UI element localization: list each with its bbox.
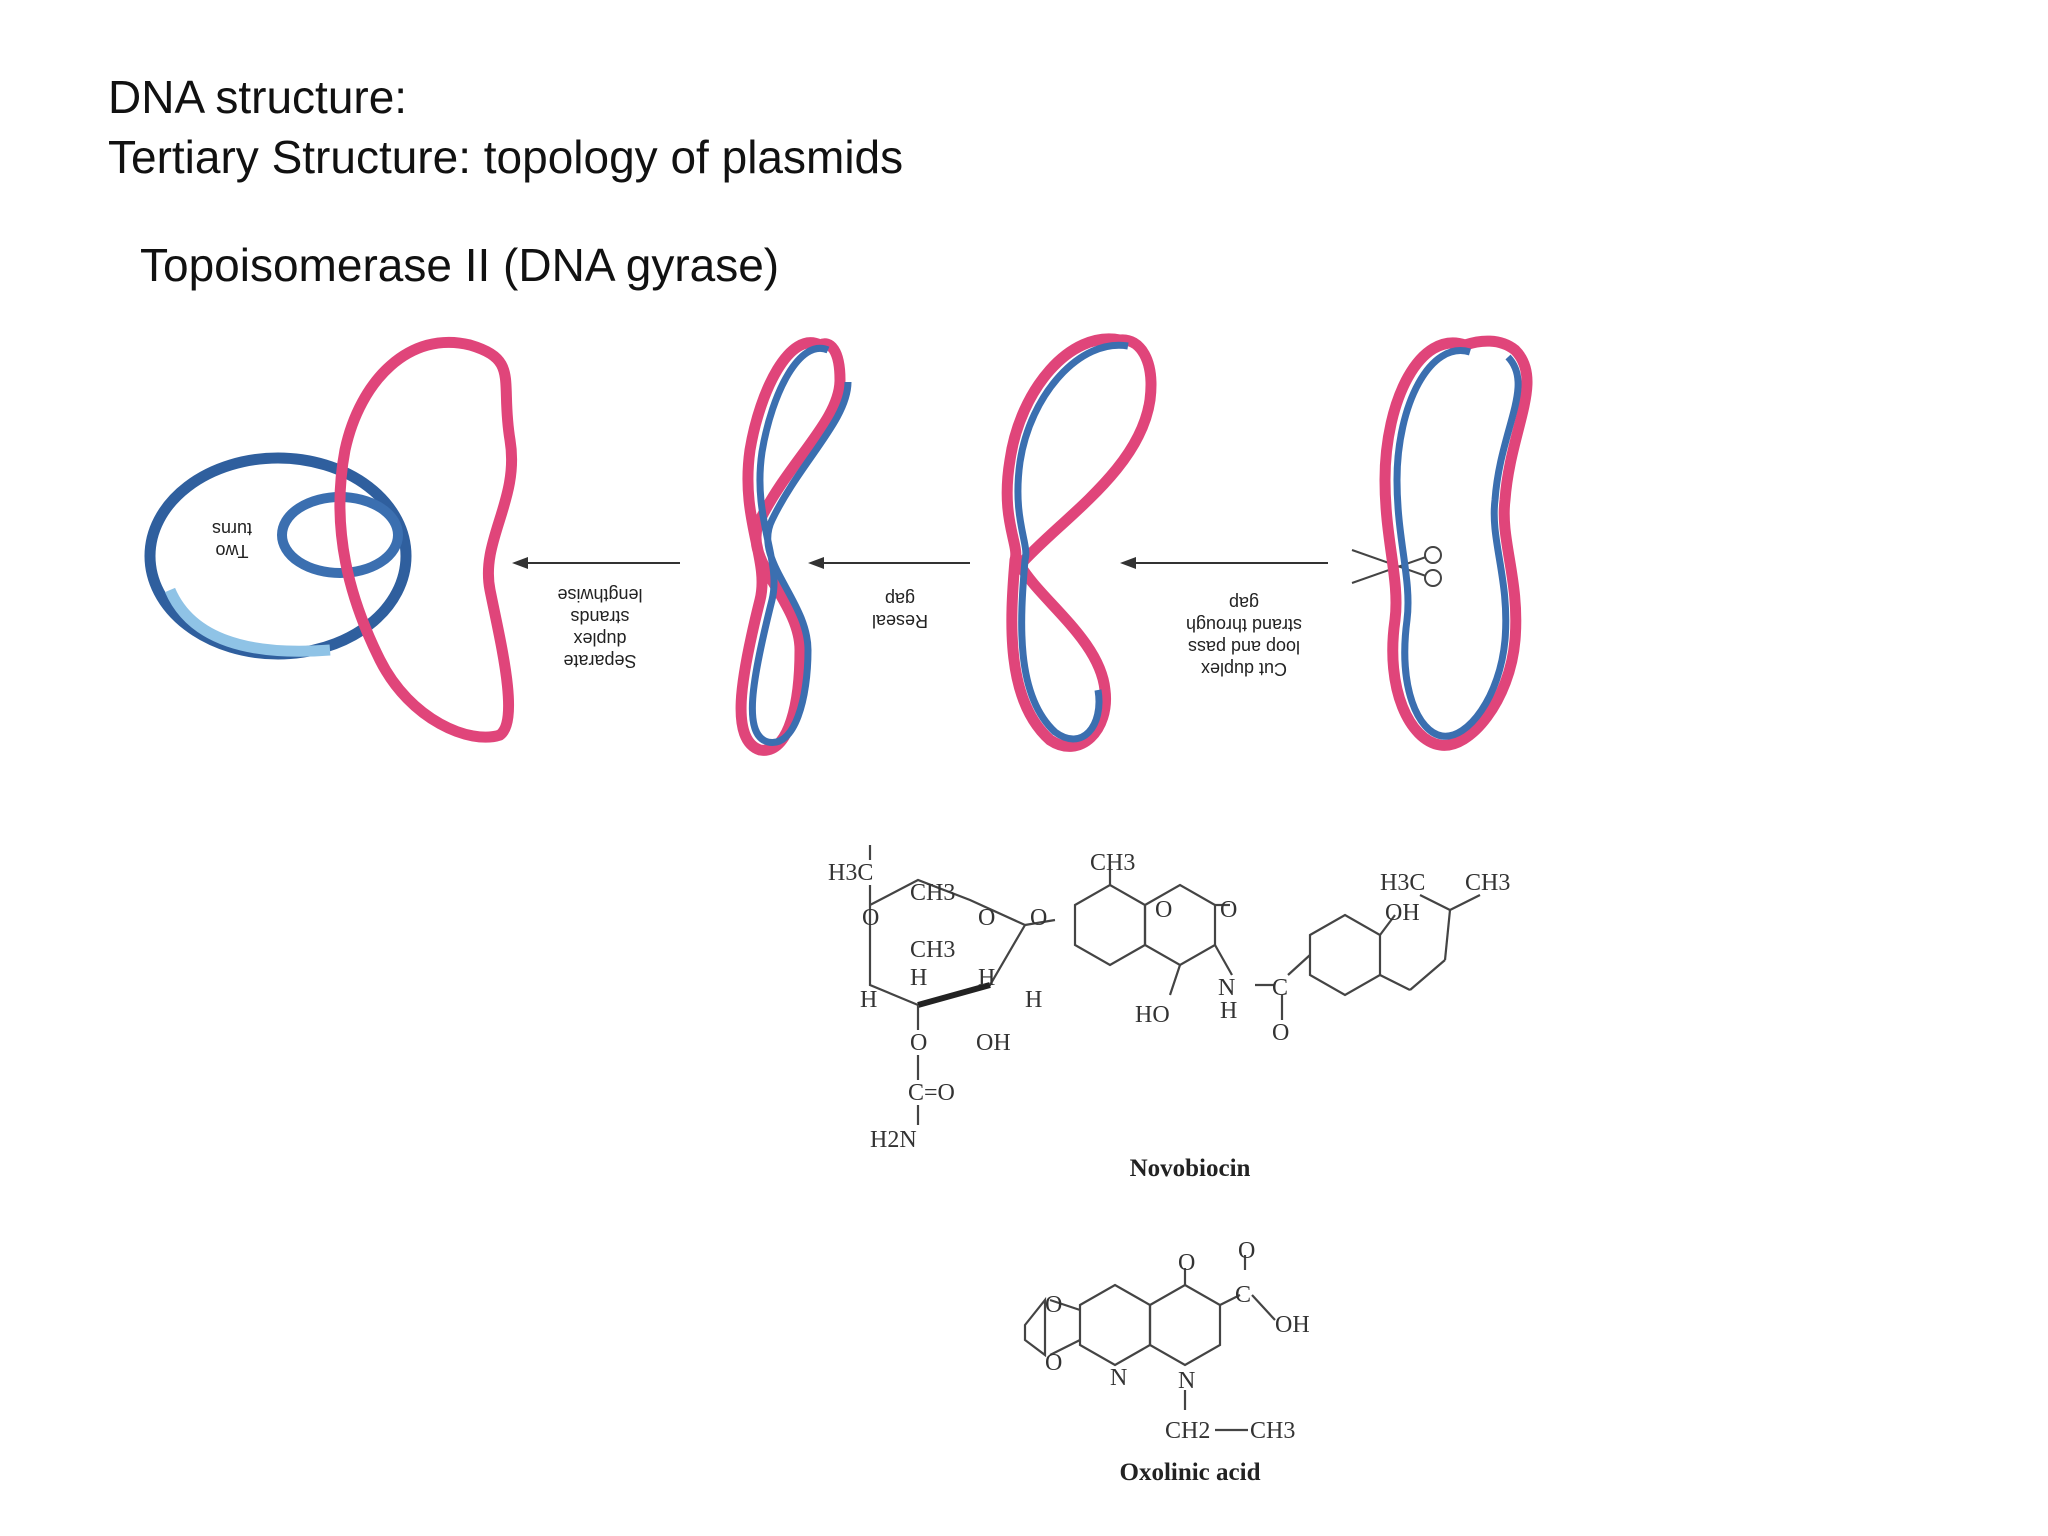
atom-ch3-2: CH3 <box>910 937 955 963</box>
atom-n-2: N <box>1178 1368 1195 1394</box>
atom-h-1: H <box>860 987 877 1013</box>
arrow-separate-head <box>512 557 528 569</box>
label-reseal: Reseal gap <box>872 589 928 631</box>
atom-ch3-1: CH3 <box>910 880 955 906</box>
novobiocin-structure: H3C O CH3 CH3 O O H H H H O OH C=O H2N C… <box>828 845 1510 1182</box>
two-turns-line1: Two <box>215 541 248 561</box>
pink-strand <box>1001 333 1157 752</box>
dna-cut-figure <box>1001 333 1157 752</box>
coumarin-benzene-ring <box>1073 883 1147 967</box>
atom-h2n: H2N <box>870 1127 917 1153</box>
arrow-reseal-head <box>808 557 824 569</box>
atom-o-keto: O <box>1178 1250 1195 1276</box>
dioxole-ring <box>1023 1296 1047 1358</box>
dna-two-turns-figure <box>144 336 517 743</box>
atom-h-5: H <box>1220 998 1237 1024</box>
slide-title-line1: DNA structure: <box>108 71 408 123</box>
light-blue-strand-segment <box>164 587 331 657</box>
atom-o-1: O <box>862 905 879 931</box>
label-separate: Separate duplex strands lengthwise <box>557 585 642 671</box>
benzene-ring <box>1078 1283 1152 1367</box>
dna-relaxed-figure <box>1379 335 1533 751</box>
label-cut: Cut duplex loop and pass strand through … <box>1186 593 1302 679</box>
atom-o-acid: O <box>1238 1238 1255 1264</box>
atom-ch3-3: CH3 <box>1090 850 1135 876</box>
atom-o-1: O <box>1045 1292 1062 1318</box>
reseal-line2: gap <box>885 589 915 609</box>
atom-carbonyl: C=O <box>908 1080 955 1106</box>
oxolinic-acid-structure: O O O N N O C OH CH2 CH3 Oxolinic acid <box>1023 1238 1310 1486</box>
phenol-ring <box>1308 913 1382 997</box>
atom-o-5: O <box>1272 1020 1289 1046</box>
cut-line2: loop and pass <box>1188 637 1300 657</box>
atom-c: C <box>1272 975 1288 1001</box>
pyridone-ring <box>1148 1283 1222 1367</box>
atom-o-link: O <box>1030 905 1047 931</box>
atom-ch2: CH2 <box>1165 1418 1210 1444</box>
separate-line4: lengthwise <box>557 585 642 605</box>
sugar-bold-bond <box>917 982 991 1008</box>
atom-oh: OH <box>1275 1312 1310 1338</box>
pink-strand-loop <box>334 336 517 743</box>
atom-ho: HO <box>1135 1002 1170 1028</box>
atom-ch3: CH3 <box>1250 1418 1295 1444</box>
oxolinic-acid-name: Oxolinic acid <box>1120 1459 1261 1486</box>
separate-line2: duplex <box>573 629 626 649</box>
novobiocin-name: Novobiocin <box>1130 1155 1251 1182</box>
two-turns-line2: turns <box>212 519 252 539</box>
atom-oh-1: OH <box>976 1030 1011 1056</box>
arrow-cut-head <box>1120 557 1136 569</box>
blue-strand <box>1014 341 1129 743</box>
atom-o-4: O <box>1220 897 1237 923</box>
atom-h3c-2: H3C <box>1380 870 1425 896</box>
atom-o-3: O <box>1155 897 1172 923</box>
atom-o-ring: O <box>978 905 995 931</box>
atom-ch3-4: CH3 <box>1465 870 1510 896</box>
atom-h-2: H <box>910 965 927 991</box>
slide-title-line2: Tertiary Structure: topology of plasmids <box>108 131 904 183</box>
cut-line4: gap <box>1229 593 1259 613</box>
atom-h3c-1: H3C <box>828 860 873 886</box>
sugar-ring <box>868 878 1027 1007</box>
slide-subtitle: Topoisomerase II (DNA gyrase) <box>140 239 780 291</box>
dna-resealed-figure <box>735 337 852 756</box>
separate-line1: Separate <box>563 651 636 671</box>
reseal-line1: Reseal <box>872 611 928 631</box>
separate-line3: strands <box>570 607 629 627</box>
atom-o-2: O <box>1045 1350 1062 1376</box>
atom-h-3: H <box>978 965 995 991</box>
atom-o-2: O <box>910 1030 927 1056</box>
pink-strand <box>1379 335 1533 751</box>
label-two-turns: Two turns <box>212 519 252 561</box>
blue-strand <box>1393 347 1522 740</box>
atom-n: N <box>1218 975 1235 1001</box>
cut-line3: strand through <box>1186 615 1302 635</box>
atom-c-acid: C <box>1235 1282 1251 1308</box>
atom-n-1: N <box>1110 1365 1127 1391</box>
cut-line1: Cut duplex <box>1201 659 1287 679</box>
atom-oh-2: OH <box>1385 900 1420 926</box>
atom-h-4: H <box>1025 987 1042 1013</box>
blue-strand <box>748 344 852 746</box>
